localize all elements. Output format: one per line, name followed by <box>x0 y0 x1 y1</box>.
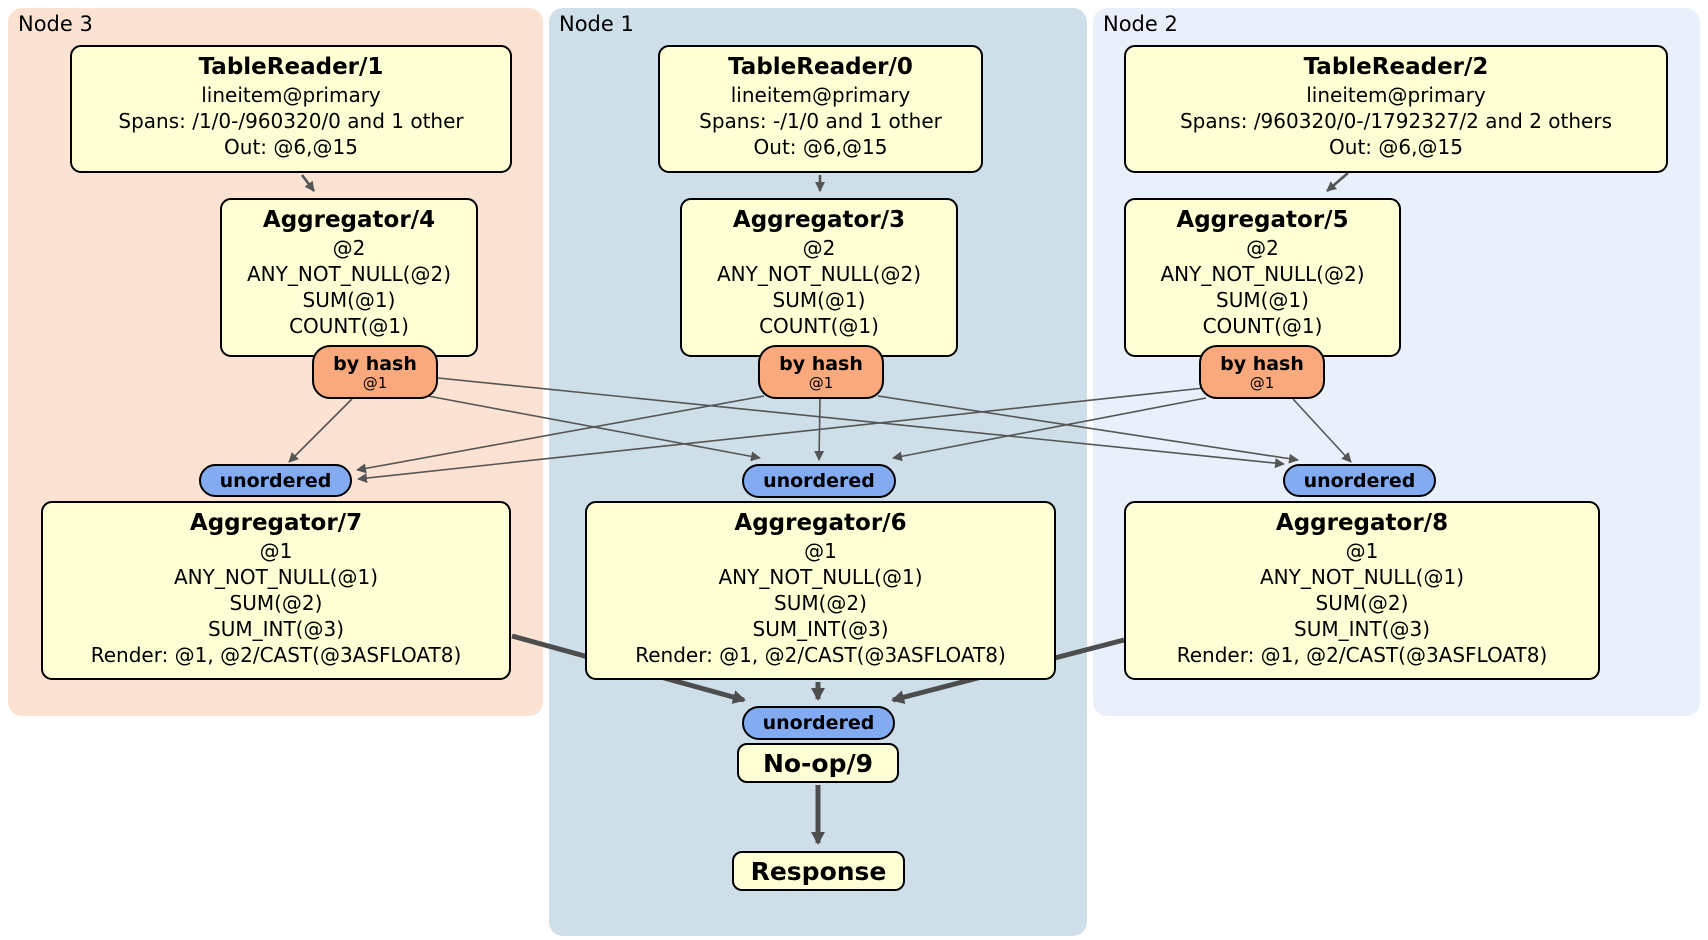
tablereader0-out: Out: @6,@15 <box>753 135 888 159</box>
aggregator5-line-2: SUM(@1) <box>1216 288 1309 312</box>
edge-byhash4-unordered8 <box>437 377 1285 469</box>
aggregator6-render: Render: @1, @2/CAST(@3ASFLOAT8) <box>635 643 1006 667</box>
aggregator7-box: Aggregator/7 @1 ANY_NOT_NULL(@1) SUM(@2)… <box>41 501 511 680</box>
aggregator5-line-1: ANY_NOT_NULL(@2) <box>1160 262 1365 286</box>
tablereader2-out: Out: @6,@15 <box>1329 135 1463 159</box>
aggregator8-line-3: SUM_INT(@3) <box>1294 617 1430 641</box>
tablereader1-spans: Spans: /1/0-/960320/0 and 1 other <box>118 109 464 133</box>
aggregator4-box: Aggregator/4 @2 ANY_NOT_NULL(@2) SUM(@1)… <box>220 198 478 357</box>
edge-byhash5-unordered6 <box>892 397 1207 462</box>
aggregator6-line-0: @1 <box>804 539 837 563</box>
tablereader1-title: TableReader/1 <box>198 54 384 80</box>
aggregator8-line-0: @1 <box>1345 539 1379 563</box>
aggregator6-title: Aggregator/6 <box>734 510 907 536</box>
node2-label: Node 2 <box>1103 12 1178 36</box>
tablereader1-out: Out: @6,@15 <box>224 135 358 159</box>
aggregator6-box: Aggregator/6 @1 ANY_NOT_NULL(@1) SUM(@2)… <box>585 501 1056 680</box>
tablereader1-index: lineitem@primary <box>201 83 381 107</box>
edge-byhash4-unordered7 <box>288 398 353 463</box>
edge-tablereader1-aggregator4 <box>300 174 316 192</box>
byhash-router-aggregator4: by hash @1 <box>312 345 438 399</box>
edge-byhash3-unordered7 <box>356 395 765 474</box>
byhash-router-label: by hash <box>333 352 417 375</box>
edge-tablereader2-aggregator5 <box>1326 172 1349 192</box>
aggregator4-title: Aggregator/4 <box>262 207 436 233</box>
unordered-sync-aggregator6: unordered <box>742 464 896 498</box>
tablereader0-box: TableReader/0 lineitem@primary Spans: -/… <box>658 45 983 173</box>
aggregator7-line-3: SUM_INT(@3) <box>208 617 344 641</box>
aggregator5-title: Aggregator/5 <box>1176 207 1349 233</box>
response-box: Response <box>732 851 905 891</box>
aggregator7-title: Aggregator/7 <box>189 510 363 536</box>
aggregator8-line-2: SUM(@2) <box>1315 591 1409 615</box>
tablereader2-box: TableReader/2 lineitem@primary Spans: /9… <box>1124 45 1668 173</box>
aggregator8-render: Render: @1, @2/CAST(@3ASFLOAT8) <box>1176 643 1548 667</box>
unordered-sync-aggregator7: unordered <box>199 464 352 497</box>
unordered-sync-final: unordered <box>742 706 895 740</box>
aggregator8-title: Aggregator/8 <box>1275 510 1449 536</box>
aggregator7-render: Render: @1, @2/CAST(@3ASFLOAT8) <box>90 643 462 667</box>
node1-label: Node 1 <box>559 12 634 36</box>
aggregator7-line-1: ANY_NOT_NULL(@1) <box>174 565 378 589</box>
byhash-router-detail: @1 <box>362 373 388 392</box>
aggregator8-line-1: ANY_NOT_NULL(@1) <box>1260 565 1464 589</box>
tablereader2-index: lineitem@primary <box>1306 83 1486 107</box>
aggregator7-line-0: @1 <box>259 539 293 563</box>
edge-byhash3-unordered8 <box>877 395 1299 464</box>
byhash-router-label: by hash <box>1220 352 1304 375</box>
aggregator6-line-2: SUM(@2) <box>774 591 867 615</box>
aggregator5-line-3: COUNT(@1) <box>1202 314 1323 338</box>
edge-byhash5-unordered8 <box>1292 398 1352 463</box>
tablereader0-index: lineitem@primary <box>730 83 911 107</box>
byhash-router-detail: @1 <box>808 373 834 392</box>
byhash-router-label: by hash <box>779 352 863 375</box>
byhash-router-aggregator5: by hash @1 <box>1199 345 1325 399</box>
tablereader0-title: TableReader/0 <box>728 54 913 80</box>
node3-label: Node 3 <box>18 12 93 36</box>
aggregator3-line-0: @2 <box>802 236 836 260</box>
edge-byhash5-unordered7 <box>357 387 1205 484</box>
aggregator3-line-3: COUNT(@1) <box>759 314 879 338</box>
unordered-sync-aggregator8: unordered <box>1283 464 1436 497</box>
aggregator6-line-1: ANY_NOT_NULL(@1) <box>718 565 923 589</box>
tablereader2-spans: Spans: /960320/0-/1792327/2 and 2 others <box>1179 109 1612 133</box>
aggregator4-line-0: @2 <box>332 236 366 260</box>
noop9-box: No-op/9 <box>737 743 899 783</box>
aggregator8-box: Aggregator/8 @1 ANY_NOT_NULL(@1) SUM(@2)… <box>1124 501 1600 680</box>
tablereader2-title: TableReader/2 <box>1303 54 1489 80</box>
tablereader0-spans: Spans: -/1/0 and 1 other <box>699 109 942 133</box>
aggregator5-line-0: @2 <box>1246 236 1279 260</box>
aggregator3-title: Aggregator/3 <box>732 207 906 233</box>
aggregator4-line-2: SUM(@1) <box>302 288 396 312</box>
aggregator7-line-2: SUM(@2) <box>229 591 323 615</box>
byhash-router-aggregator3: by hash @1 <box>758 345 884 399</box>
aggregator3-box: Aggregator/3 @2 ANY_NOT_NULL(@2) SUM(@1)… <box>680 198 958 357</box>
byhash-router-detail: @1 <box>1249 373 1275 392</box>
aggregator4-line-1: ANY_NOT_NULL(@2) <box>247 262 451 286</box>
aggregator4-line-3: COUNT(@1) <box>289 314 409 338</box>
tablereader1-box: TableReader/1 lineitem@primary Spans: /1… <box>70 45 512 173</box>
aggregator3-line-2: SUM(@1) <box>772 288 866 312</box>
aggregator6-line-3: SUM_INT(@3) <box>752 617 889 641</box>
aggregator5-box: Aggregator/5 @2 ANY_NOT_NULL(@2) SUM(@1)… <box>1124 198 1401 357</box>
aggregator3-line-1: ANY_NOT_NULL(@2) <box>717 262 921 286</box>
